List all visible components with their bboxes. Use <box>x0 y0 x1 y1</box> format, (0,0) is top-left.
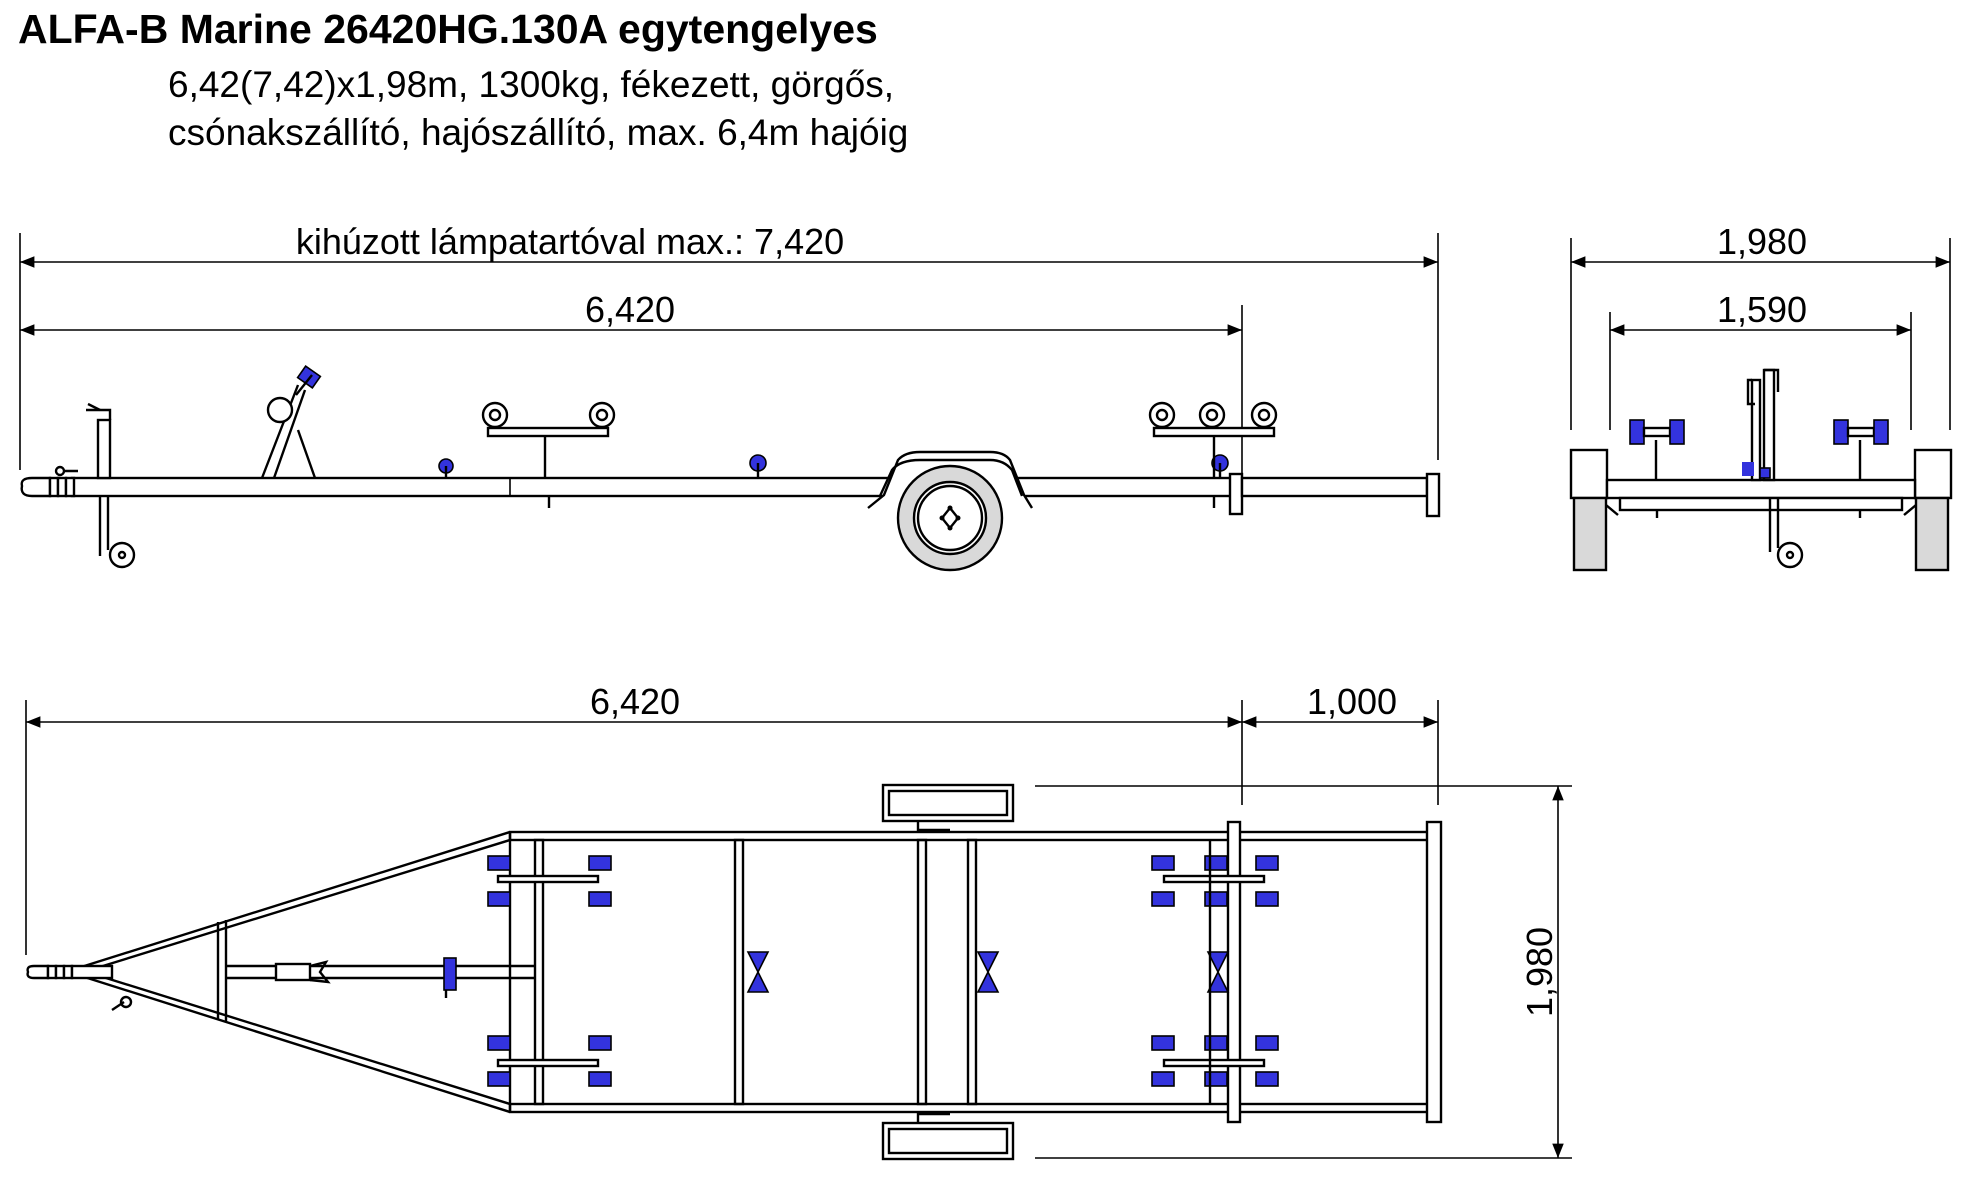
spec-line-1: 6,42(7,42)x1,98m, 1300kg, fékezett, görg… <box>168 64 895 105</box>
top-dimension-length: 6,420 <box>25 681 1243 955</box>
top-drawbar <box>77 830 535 1114</box>
side-wheel <box>867 450 1034 572</box>
side-jockey-wheel <box>86 402 136 569</box>
side-front-rollers <box>481 401 616 508</box>
side-dimension-length: 6,420 <box>19 289 1243 510</box>
top-mudguards <box>881 783 1015 1161</box>
side-keel-rollers <box>438 454 1229 478</box>
rear-tires <box>1569 448 1953 572</box>
rear-dim-width-label: 1,980 <box>1717 221 1807 262</box>
top-front-rollers <box>487 855 612 1087</box>
top-frame <box>508 820 1443 1124</box>
side-coupling <box>20 465 78 498</box>
side-dimension-total: kihúzott lámpatartóval max.: 7,420 <box>19 221 1439 470</box>
top-rear-rollers <box>1151 840 1279 1104</box>
side-rear-rollers <box>1148 401 1278 508</box>
rear-center-post <box>1742 368 1804 569</box>
top-dimension-width: 1,980 <box>1035 785 1572 1159</box>
side-view: kihúzott lámpatartóval max.: 7,420 6,420 <box>19 221 1441 572</box>
side-winch-post <box>260 364 322 479</box>
top-winch <box>274 957 457 998</box>
top-dim-length-label: 6,420 <box>590 681 680 722</box>
spec-line-2: csónakszállító, hajószállító, max. 6,4m … <box>168 112 909 153</box>
drawing-title: ALFA-B Marine 26420HG.130A egytengelyes <box>18 6 878 52</box>
side-dim-length-label: 6,420 <box>585 289 675 330</box>
rear-dimension-track: 1,590 <box>1609 289 1912 430</box>
top-dim-extension-label: 1,000 <box>1307 681 1397 722</box>
side-dim-total-label: kihúzott lámpatartóval max.: 7,420 <box>296 221 844 262</box>
top-dim-width-label: 1,980 <box>1519 927 1560 1017</box>
rear-dim-track-label: 1,590 <box>1717 289 1807 330</box>
rear-side-rollers <box>1629 419 1889 445</box>
top-dimension-extension: 1,000 <box>1242 681 1439 805</box>
rear-view: 1,980 1,590 <box>1569 221 1953 572</box>
top-view: 6,420 1,000 1,980 <box>25 681 1572 1161</box>
side-chassis <box>70 472 1441 518</box>
rear-dimension-width: 1,980 <box>1570 221 1951 430</box>
top-coupling <box>26 964 133 1011</box>
top-keel-rollers <box>746 951 1230 993</box>
